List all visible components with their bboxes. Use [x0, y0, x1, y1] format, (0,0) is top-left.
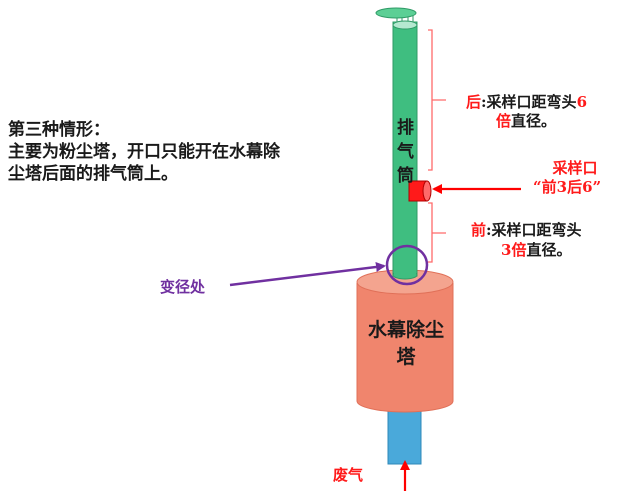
- scenario-title: 第三种情形：: [8, 120, 110, 140]
- sampling-port-rule: “前3后6”: [533, 178, 602, 196]
- downstream-note-line2: 倍直径。: [496, 111, 556, 131]
- stack-label-char-3: 筒: [397, 166, 414, 186]
- downstream-text-a: :采样口距弯头: [481, 93, 577, 111]
- reducer-circle: [385, 244, 429, 286]
- sampling-port: [408, 180, 432, 202]
- tower-label: 水幕除尘塔: [367, 319, 444, 368]
- upstream-number-suffix: 倍: [511, 241, 527, 259]
- downstream-number-suffix: 倍: [496, 112, 512, 130]
- sampling-port-label: 采样口: [552, 159, 598, 177]
- upstream-note-line2: 3倍直径。: [501, 240, 571, 260]
- stack-label-char-1: 排: [397, 118, 414, 138]
- downstream-prefix: 后: [466, 93, 482, 111]
- downstream-bracket: [428, 29, 446, 171]
- upstream-text-a: :采样口距弯头: [486, 221, 582, 239]
- reducer-arrow: [229, 262, 386, 287]
- upstream-text-b: 直径。: [526, 241, 572, 259]
- reducer-label: 变径处: [160, 278, 206, 296]
- downstream-number: 6: [576, 93, 587, 111]
- exhaust-stack: [392, 21, 418, 280]
- upstream-prefix: 前: [471, 221, 487, 239]
- inlet-pipe: [387, 403, 422, 465]
- upstream-number: 3: [501, 241, 512, 259]
- dust-tower: [356, 269, 454, 413]
- downstream-note-line1: 后:采样口距弯头6: [466, 92, 587, 112]
- stack-rain-cap: [375, 7, 418, 30]
- upstream-bracket: [428, 202, 446, 263]
- scenario-description: 主要为粉尘塔，开口只能开在水幕除尘塔后面的排气筒上。: [8, 142, 280, 184]
- stack-label-char-2: 气: [397, 142, 414, 162]
- inlet-label: 废气: [333, 466, 364, 484]
- upstream-note-line1: 前:采样口距弯头: [471, 220, 582, 240]
- downstream-text-b: 直径。: [511, 112, 557, 130]
